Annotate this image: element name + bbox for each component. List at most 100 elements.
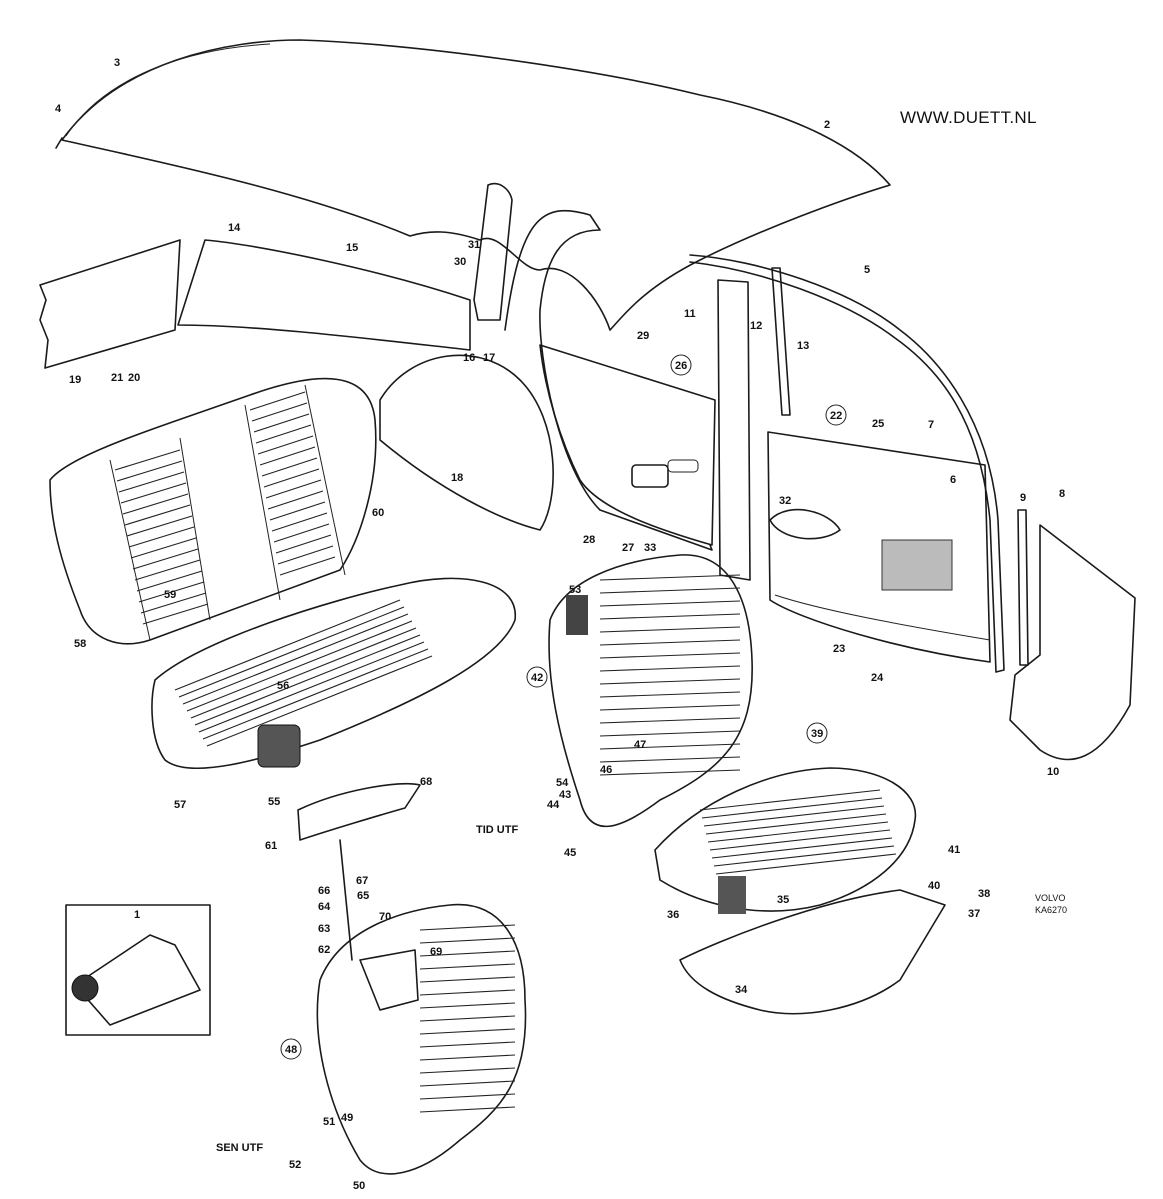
part-number-47: 47 [634, 739, 646, 751]
part-number-24: 24 [871, 672, 884, 684]
part-number-33: 33 [644, 542, 656, 554]
part-number-27: 27 [622, 542, 634, 554]
part-number-13: 13 [797, 340, 809, 352]
part-number-43: 43 [559, 789, 571, 801]
part-number-20: 20 [128, 372, 140, 384]
upholstery-rib [713, 845, 895, 867]
part-number-4: 4 [55, 103, 62, 115]
upholstery-rib [419, 1106, 516, 1113]
front-seat-backrest [548, 554, 753, 828]
upholstery-rib [132, 548, 199, 570]
rear-quarter-panel [39, 239, 181, 369]
upholstery-rib [599, 626, 741, 633]
part-number-32: 32 [779, 495, 791, 507]
part-number-7: 7 [928, 419, 934, 431]
upholstery-rib [259, 446, 316, 466]
upholstery-rib [126, 515, 193, 537]
part-number-57: 57 [174, 799, 186, 811]
upholstery-rib [269, 501, 326, 521]
upholstery-rib [419, 1067, 516, 1074]
upholstery-rib [419, 976, 516, 983]
callout-circle [806, 722, 828, 744]
upholstery-rib [599, 730, 741, 737]
part-number-59: 59 [164, 589, 176, 601]
upholstery-rib [182, 613, 409, 705]
part-number-16: 16 [463, 352, 475, 364]
upholstery-rib [273, 523, 330, 543]
upholstery-rib [701, 797, 883, 819]
part-number-56: 56 [277, 680, 289, 692]
upholstery-rib [128, 526, 195, 548]
part-number-51: 51 [323, 1116, 335, 1128]
part-number-31: 31 [468, 239, 480, 251]
part-number-34: 34 [735, 984, 748, 996]
sen-utf-label: SEN UTF [216, 1142, 263, 1154]
upholstery-rib [599, 743, 741, 750]
front-door-panel [767, 431, 991, 663]
upholstery-rib [703, 805, 885, 827]
upholstery-rib [275, 534, 332, 554]
part-number-58: 58 [74, 638, 86, 650]
part-number-25: 25 [872, 418, 884, 430]
part-number-60: 60 [372, 507, 384, 519]
upholstery-rib [599, 613, 741, 620]
upholstery-rib [419, 1002, 516, 1009]
part-number-17: 17 [483, 352, 495, 364]
upholstery-rib [142, 603, 209, 625]
upholstery-rib [707, 821, 889, 843]
upholstery-rib [599, 587, 741, 594]
part-number-36: 36 [667, 909, 679, 921]
part-number-38: 38 [978, 888, 990, 900]
upholstery-rib [118, 471, 185, 493]
upholstery-roll-inset [65, 904, 211, 1036]
part-number-37: 37 [968, 908, 980, 920]
part-number-45: 45 [564, 847, 576, 859]
upholstery-rib [122, 493, 189, 515]
part-number-9: 9 [1020, 492, 1026, 504]
rear-seat-backrest [49, 377, 377, 645]
part-number-23: 23 [833, 643, 845, 655]
part-number-35: 35 [777, 894, 789, 906]
part-number-39: 39 [811, 728, 823, 740]
part-number-29: 29 [637, 330, 649, 342]
upholstery-rib [599, 717, 741, 724]
upholstery-rib [599, 691, 741, 698]
b-pillar-trim [717, 279, 751, 581]
upholstery-rib [419, 989, 516, 996]
part-number-70: 70 [379, 911, 391, 923]
upholstery-rib [255, 424, 312, 444]
upholstery-rib [599, 756, 741, 763]
upholstery-rib [257, 435, 314, 455]
part-number-63: 63 [318, 923, 330, 935]
upholstery-rib [599, 678, 741, 685]
part-number-21: 21 [111, 372, 123, 384]
callout-circle [670, 354, 692, 376]
part-number-67: 67 [356, 875, 368, 887]
upholstery-rib [419, 1015, 516, 1022]
rear-seat-cushion [151, 577, 516, 770]
upholstery-rib [265, 479, 322, 499]
part-number-3: 3 [114, 57, 120, 69]
front-door-seal [689, 254, 1005, 673]
door-seal-strip [771, 267, 791, 416]
upholstery-rib [599, 652, 741, 659]
upholstery-rib [120, 482, 187, 504]
headrest-rod [339, 839, 353, 961]
part-number-41: 41 [948, 844, 960, 856]
upholstery-rib [116, 460, 183, 482]
tid-utf-label: TID UTF [476, 824, 518, 836]
upholstery-rib [271, 512, 328, 532]
part-number-1: 1 [134, 909, 140, 921]
part-number-50: 50 [353, 1180, 365, 1192]
part-number-5: 5 [864, 264, 870, 276]
part-number-55: 55 [268, 796, 280, 808]
part-number-48: 48 [285, 1044, 297, 1056]
upholstery-rib [178, 606, 405, 698]
upholstery-rib [130, 537, 197, 559]
part-number-64: 64 [318, 901, 331, 913]
upholstery-rib [251, 402, 308, 422]
upholstery-rib [599, 704, 741, 711]
upholstery-rib [599, 574, 741, 581]
part-number-10: 10 [1047, 766, 1059, 778]
